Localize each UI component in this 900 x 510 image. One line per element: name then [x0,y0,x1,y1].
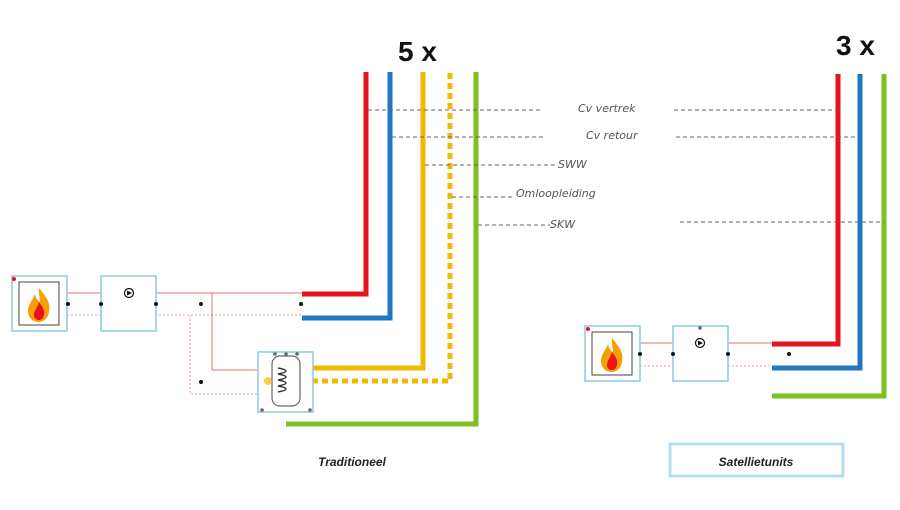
satellite-unit [584,325,791,382]
flame-icon [28,288,50,322]
pump-icon [694,337,706,349]
satellite-cv-vertrek-pipe [772,74,841,347]
boiler-indicator [12,277,16,281]
traditional-cv-retour-pipe [302,72,393,321]
satellite-caption: Satellietunits [719,455,794,469]
traditional-caption: Traditioneel [318,455,386,469]
satellite-caption-box [668,442,845,478]
satellite-pump-unit-outline [672,325,729,382]
tank-supply-line [211,293,262,371]
satellite-skw-pipe [772,74,887,399]
label-sww: SWW [558,158,588,171]
hot-water-tank-icon [260,352,312,412]
traditional-multiplier: 5 x [398,36,437,67]
junction-dots [66,302,303,384]
label-cv-vertrek: Cv vertrek [578,102,636,115]
satellite-junction-dots [638,352,791,356]
traditional-cv-vertrek-pipe [302,72,369,297]
traditional-sww-pipe [312,72,426,371]
satellite-risers [772,74,887,399]
pump-icon [123,287,135,299]
satellite-pump-port [698,326,702,330]
satellite-cv-retour-pipe [772,74,863,371]
tank-circulation-connection [264,377,272,385]
traditional-risers [286,72,479,427]
label-cv-retour: Cv retour [586,129,639,142]
traditional-skw-pipe [286,72,479,427]
traditional-boiler-room [11,275,314,413]
label-skw: SKW [550,218,576,231]
label-omloopleiding: Omloopleiding [516,187,596,200]
traditional-omloopleiding-pipe [312,72,453,384]
leader-lines [368,109,884,226]
flame-icon [601,338,623,372]
pump-unit-outline [100,275,157,332]
satellite-boiler-indicator [586,327,590,331]
satellite-multiplier: 3 x [836,30,875,61]
